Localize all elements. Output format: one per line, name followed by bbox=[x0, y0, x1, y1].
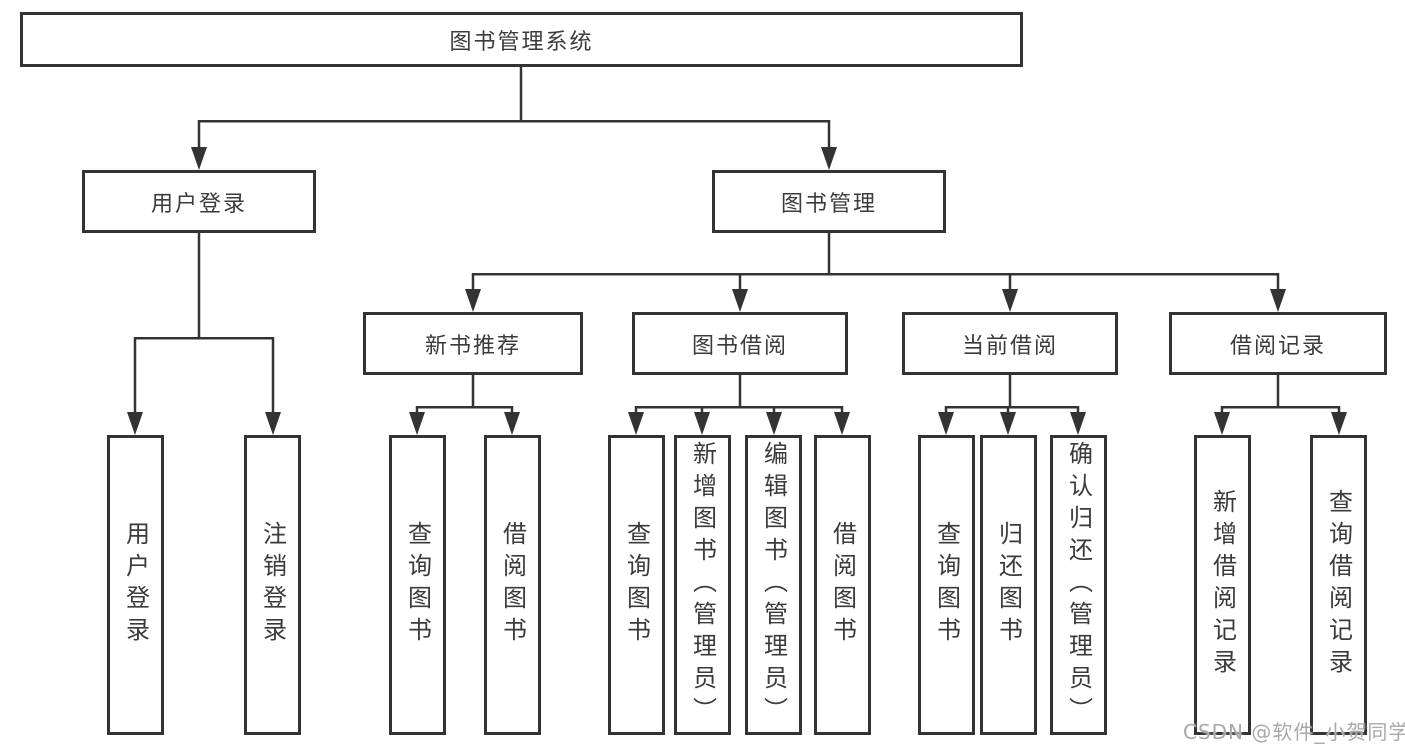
connector-borrow-records-children bbox=[1220, 375, 1341, 415]
node-br-query-borrow-record: 查询借阅记录 bbox=[1310, 435, 1367, 735]
node-label: 查询图书 bbox=[403, 521, 432, 649]
csdn-watermark: CSDN @软件_小贺同学 bbox=[1183, 720, 1405, 744]
connector-new-book-rec-children bbox=[415, 375, 514, 415]
node-label: 查询图书 bbox=[932, 521, 961, 649]
node-label: 新书推荐 bbox=[424, 333, 521, 359]
node-bb-query-books: 查询图书 bbox=[608, 435, 665, 735]
node-label: 图书管理 bbox=[780, 191, 877, 217]
node-label: 查询借阅记录 bbox=[1324, 489, 1353, 681]
node-label: 用户登录 bbox=[150, 191, 247, 217]
node-label: 编辑图书（管理员） bbox=[759, 441, 788, 729]
node-label: 图书借阅 bbox=[691, 333, 788, 359]
node-label: 借阅图书 bbox=[498, 521, 527, 649]
node-label: 新增图书（管理员） bbox=[688, 441, 717, 729]
node-new-book-recommendation: 新书推荐 bbox=[363, 312, 583, 375]
node-current-borrowing: 当前借阅 bbox=[902, 312, 1118, 375]
node-bb-add-books-admin: 新增图书（管理员） bbox=[674, 435, 731, 735]
node-label: 借阅记录 bbox=[1229, 333, 1326, 359]
node-label: 归还图书 bbox=[994, 521, 1023, 649]
node-user-login: 用户登录 bbox=[82, 170, 316, 233]
node-nbr-borrow-books: 借阅图书 bbox=[484, 435, 541, 735]
node-logout: 注销登录 bbox=[244, 435, 301, 735]
node-label: 图书管理系统 bbox=[449, 29, 594, 55]
node-cb-confirm-return-admin: 确认归还（管理员） bbox=[1050, 435, 1107, 735]
node-br-add-borrow-record: 新增借阅记录 bbox=[1194, 435, 1251, 735]
node-user-login-leaf: 用户登录 bbox=[107, 435, 164, 735]
arrowheads-leaves bbox=[409, 412, 1347, 435]
node-nbr-query-books: 查询图书 bbox=[389, 435, 446, 735]
node-book-management: 图书管理 bbox=[712, 170, 946, 233]
arrowheads-user-login-children bbox=[127, 412, 281, 435]
node-label: 用户登录 bbox=[121, 521, 150, 649]
node-bb-borrow-books: 借阅图书 bbox=[814, 435, 871, 735]
node-label: 查询图书 bbox=[622, 521, 651, 649]
connector-book-mgmt-children bbox=[471, 233, 1280, 292]
node-book-borrowing: 图书借阅 bbox=[632, 312, 848, 375]
node-label: 新增借阅记录 bbox=[1208, 489, 1237, 681]
node-bb-edit-books-admin: 编辑图书（管理员） bbox=[745, 435, 802, 735]
node-cb-query-books: 查询图书 bbox=[918, 435, 975, 735]
node-label: 当前借阅 bbox=[961, 333, 1058, 359]
connector-current-borrow-children bbox=[944, 375, 1080, 415]
node-library-management-system: 图书管理系统 bbox=[20, 12, 1023, 67]
connector-book-borrow-children bbox=[634, 375, 844, 415]
node-label: 借阅图书 bbox=[828, 521, 857, 649]
connector-user-login-children bbox=[133, 233, 275, 415]
node-cb-return-books: 归还图书 bbox=[980, 435, 1037, 735]
node-label: 注销登录 bbox=[258, 521, 287, 649]
connector-root-to-level2 bbox=[197, 67, 831, 150]
node-label: 确认归还（管理员） bbox=[1064, 441, 1093, 729]
arrowheads-level2 bbox=[191, 147, 837, 170]
arrowheads-level3 bbox=[465, 289, 1286, 312]
node-borrowing-records: 借阅记录 bbox=[1169, 312, 1387, 375]
